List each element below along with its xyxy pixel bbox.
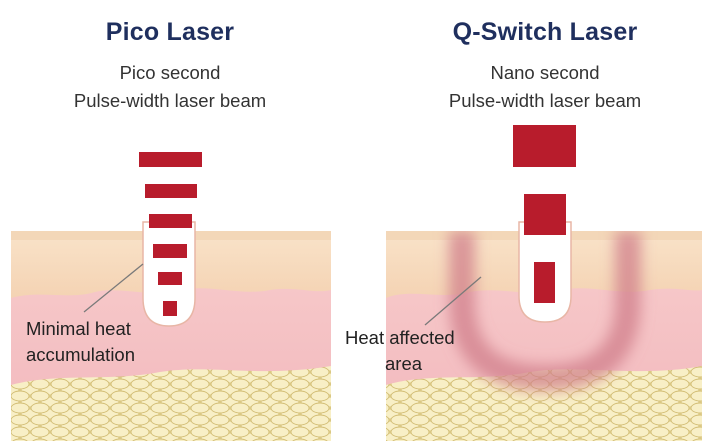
qswitch-callout-line — [424, 276, 482, 326]
pico-pulse-2 — [145, 184, 197, 198]
qswitch-subtitle-line2: Pulse-width laser beam — [448, 90, 642, 111]
pico-subtitle-line2: Pulse-width laser beam — [73, 90, 267, 111]
pico-pulse-3 — [149, 214, 192, 228]
qswitch-subtitle-line1: Nano second — [490, 62, 600, 83]
pico-pulse-4 — [153, 244, 187, 258]
pico-pulse-6 — [163, 301, 177, 316]
pico-callout-line — [83, 263, 144, 313]
pico-subtitle-line1: Pico second — [119, 62, 221, 83]
qswitch-callout-line2: area — [385, 353, 423, 374]
pico-pulse-1 — [139, 152, 202, 167]
qswitch-heat-zone — [449, 231, 641, 392]
pico-callout-line1: Minimal heat — [26, 318, 131, 339]
pico-callout-line2: accumulation — [26, 344, 136, 365]
qswitch-fat-layer — [386, 366, 702, 441]
pico-subtitle: Pico second Pulse-width laser beam — [5, 59, 335, 115]
pico-pulses — [139, 152, 202, 316]
qswitch-pulse-2 — [524, 194, 566, 235]
qswitch-callout-line1: Heat affected — [345, 327, 455, 348]
qswitch-title: Q-Switch Laser — [452, 18, 638, 46]
pico-dermis — [11, 288, 331, 395]
pico-callout: Minimal heat accumulation — [26, 316, 135, 368]
pico-fat-layer — [11, 366, 331, 441]
pico-pulse-5 — [158, 272, 182, 285]
qswitch-pulse-3 — [534, 262, 555, 303]
qswitch-callout: Heat affected area — [345, 325, 455, 377]
qswitch-subtitle: Nano second Pulse-width laser beam — [380, 59, 710, 115]
pico-title: Pico Laser — [105, 18, 235, 46]
qswitch-pulse-1 — [513, 125, 576, 167]
qswitch-pulses — [513, 125, 576, 303]
